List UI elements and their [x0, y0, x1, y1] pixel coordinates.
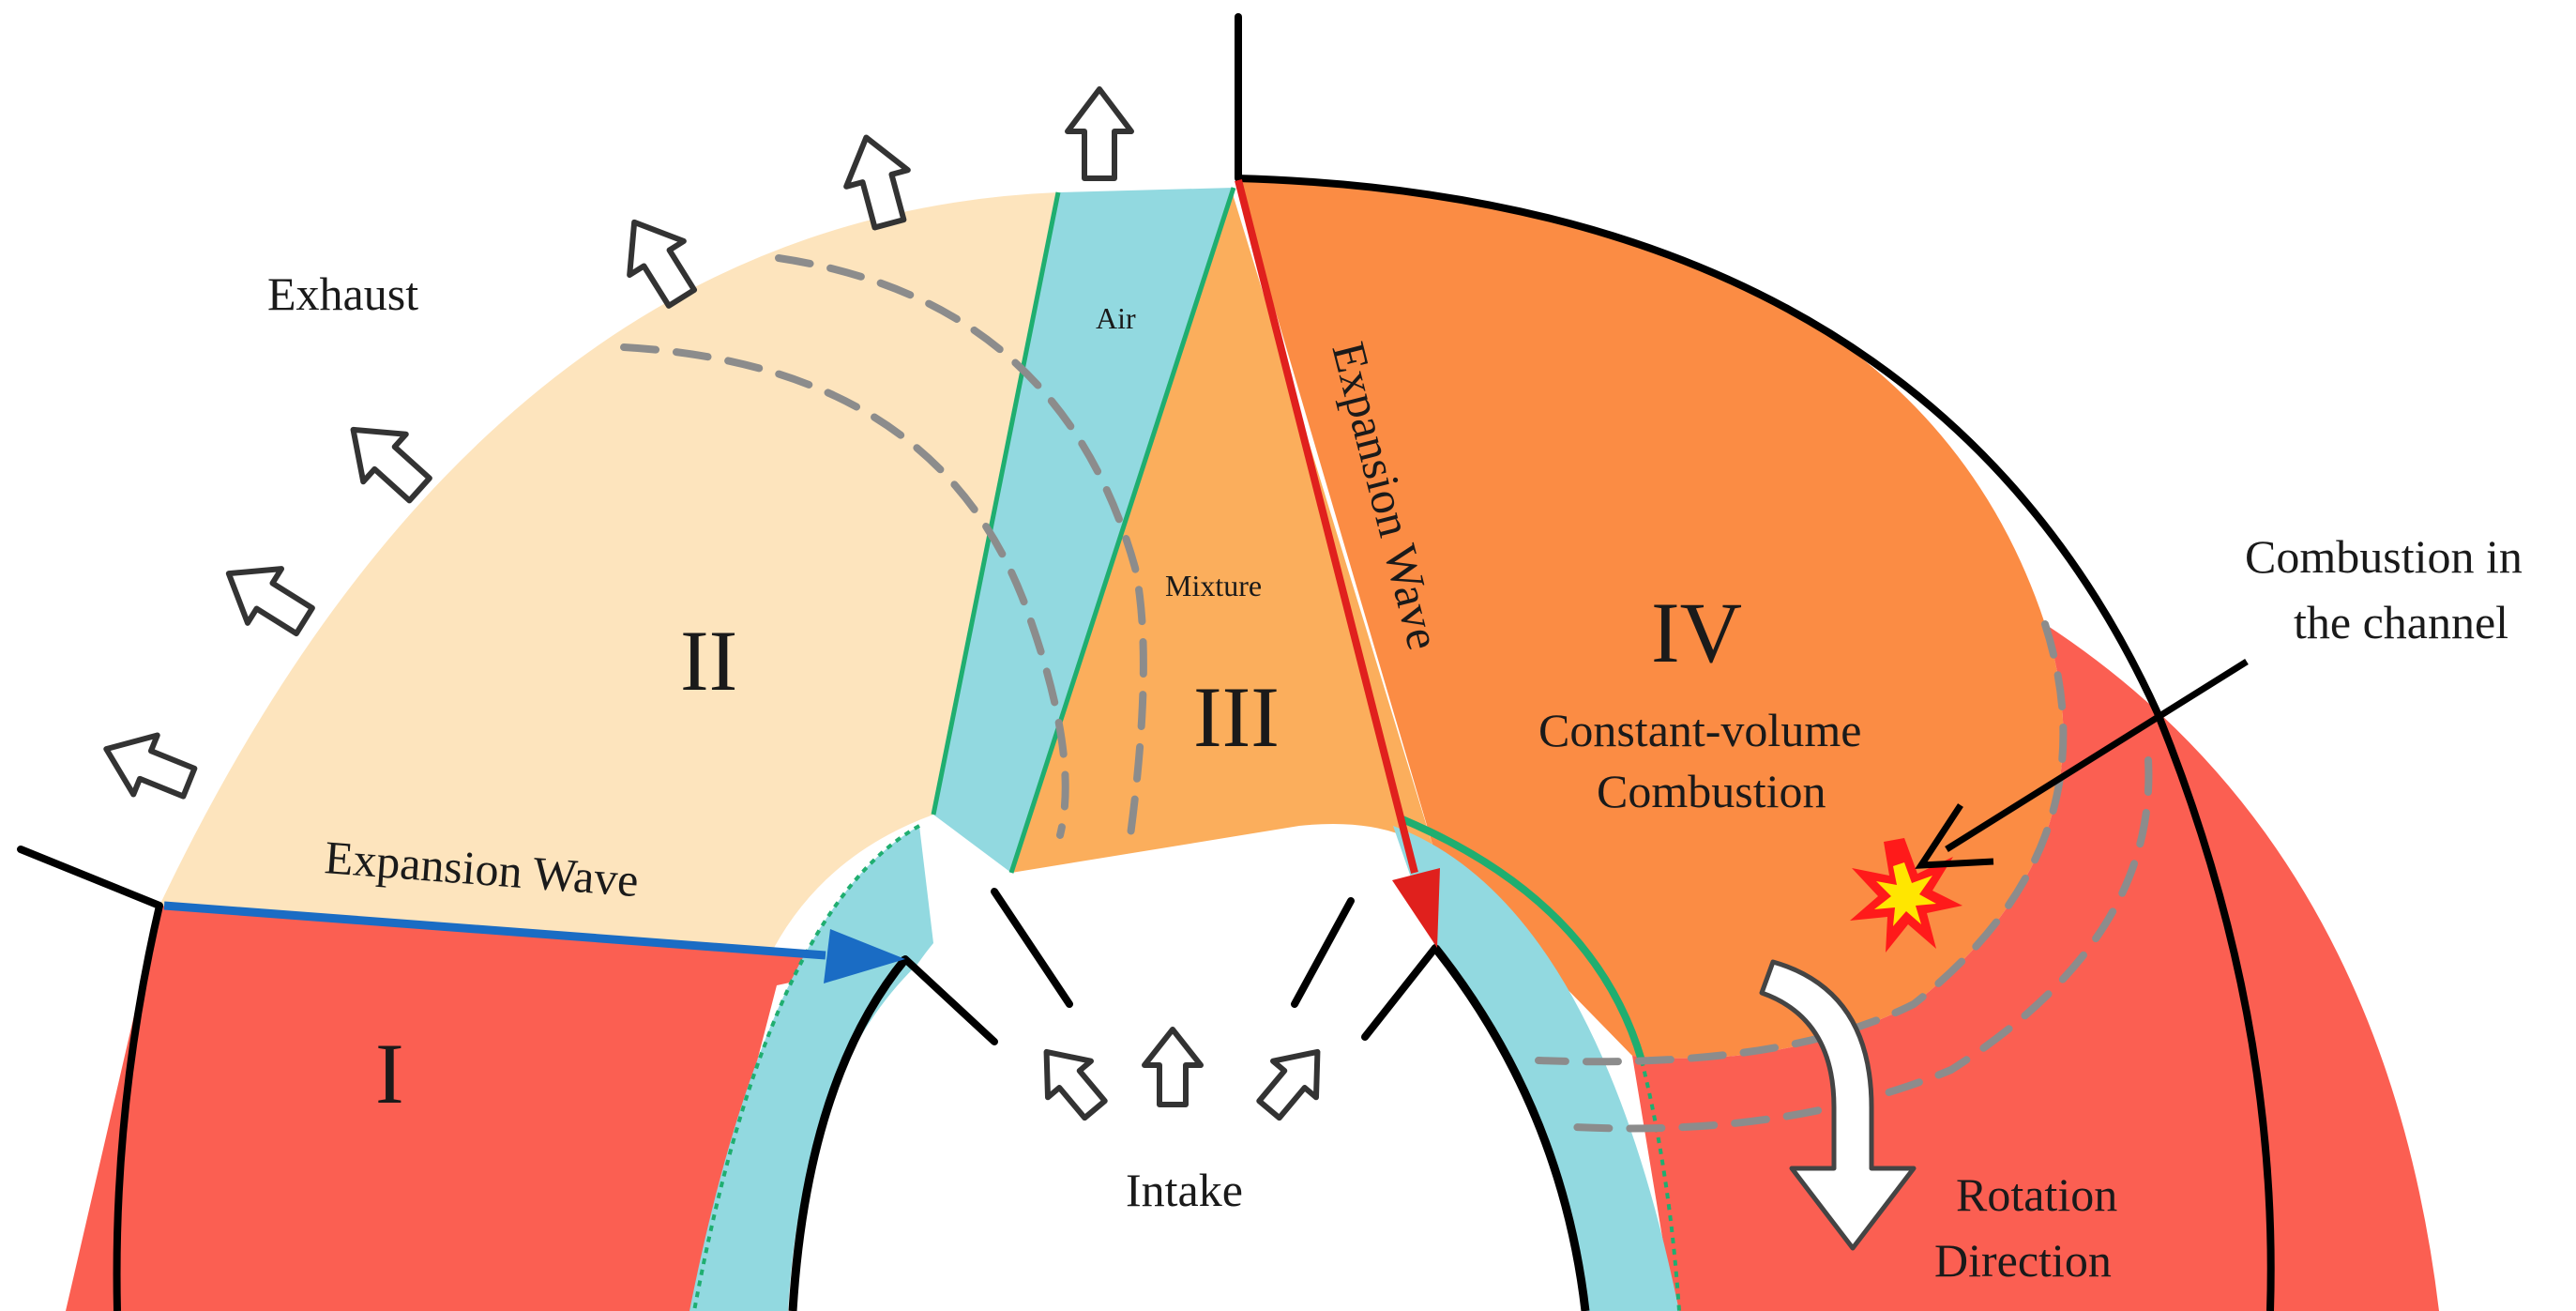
- inner-ring-right: [1393, 826, 1679, 1311]
- constant-volume-line1: Constant-volume: [1538, 704, 1861, 756]
- zone-3-label: III: [1193, 669, 1280, 765]
- zone-4-label: IV: [1651, 585, 1742, 680]
- exhaust-arrow-icon: [225, 566, 315, 637]
- outer-casing-left: [113, 905, 163, 1311]
- blue-expansion-wave-arrow: [163, 901, 905, 983]
- sector-ticks: [17, 13, 1439, 1045]
- exhaust-label: Exhaust: [267, 267, 418, 320]
- intake-label: Intake: [1126, 1164, 1243, 1216]
- combustion-channel-line2: the channel: [2294, 596, 2508, 648]
- inner-casing-arc: [788, 956, 909, 1311]
- exhaust-arrow-icon: [1065, 86, 1134, 181]
- rotation-arrow-icon: [1759, 959, 1917, 1251]
- rotation-line1: Rotation: [1956, 1168, 2117, 1221]
- intake-arrows: [1043, 1027, 1321, 1121]
- outer-casing-arc: [1235, 175, 2275, 1311]
- zone-2-region: [159, 192, 1058, 948]
- air-label: Air: [1096, 301, 1136, 335]
- intake-arrow-icon: [1142, 1027, 1204, 1107]
- mixture-label: Mixture: [1165, 569, 1262, 602]
- green-boundaries: [692, 187, 1681, 1311]
- intake-arrow-icon: [1256, 1048, 1321, 1121]
- air-band: [933, 188, 1234, 873]
- exhaust-arrow-icon: [350, 426, 432, 504]
- exhaust-arrow-icon: [627, 219, 698, 309]
- exhaust-arrows: [103, 86, 1134, 800]
- intake-arrow-icon: [1043, 1048, 1108, 1121]
- constant-volume-line2: Combustion: [1597, 765, 1826, 817]
- zone-3-region: [1011, 188, 1435, 873]
- red-expansion-wave-arrow: [1235, 179, 1440, 948]
- exhaust-arrow-icon: [843, 134, 911, 231]
- inner-casing-arc-right: [1432, 945, 1590, 1311]
- combustion-pointer-arrow: [1915, 659, 2249, 869]
- combustion-channel-line1: Combustion in: [2245, 530, 2523, 583]
- zone-1-region: [66, 906, 901, 1311]
- zone-2-label: II: [680, 613, 737, 709]
- rotation-line2: Direction: [1934, 1234, 2112, 1287]
- exhaust-arrow-icon: [103, 732, 198, 800]
- zone-1-label: I: [375, 1026, 404, 1121]
- dashed-arcs: [620, 254, 2153, 1133]
